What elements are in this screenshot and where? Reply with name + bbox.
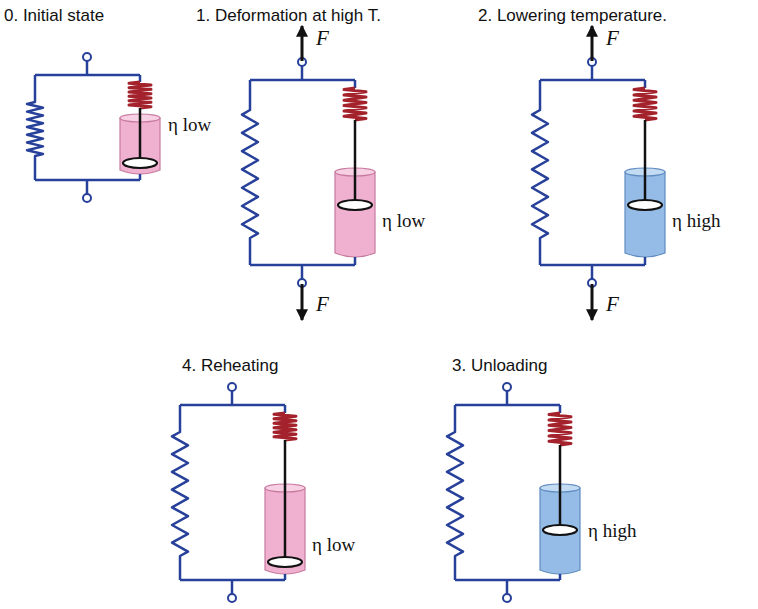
piston-rod bbox=[354, 120, 357, 205]
wire bbox=[532, 80, 548, 265]
wire bbox=[506, 391, 509, 405]
terminal bbox=[228, 383, 236, 391]
spring-coil bbox=[129, 82, 151, 108]
wire bbox=[644, 257, 647, 265]
viscosity-label: η high bbox=[588, 520, 636, 542]
piston-rod bbox=[284, 440, 287, 562]
piston-disk bbox=[268, 557, 302, 567]
viscosity-label: η low bbox=[168, 114, 211, 136]
wire bbox=[354, 257, 357, 265]
viscosity-label: η low bbox=[382, 210, 425, 232]
viscosity-label: η high bbox=[672, 210, 720, 232]
force-arrow bbox=[301, 26, 304, 61]
piston-disk bbox=[628, 200, 662, 210]
piston-rod bbox=[644, 120, 647, 205]
terminal bbox=[228, 594, 236, 602]
wire bbox=[559, 574, 562, 580]
piston-rod bbox=[139, 108, 142, 163]
piston-disk bbox=[123, 158, 157, 168]
step-title: 0. Initial state bbox=[4, 6, 104, 26]
terminal bbox=[83, 53, 91, 61]
wire bbox=[86, 61, 89, 75]
wire bbox=[139, 174, 142, 180]
step-title: 1. Deformation at high T. bbox=[196, 6, 381, 26]
step-title: 2. Lowering temperature. bbox=[478, 6, 667, 26]
wire bbox=[506, 580, 509, 594]
wire bbox=[231, 391, 234, 405]
wire bbox=[180, 579, 285, 582]
wire bbox=[250, 264, 355, 267]
wire bbox=[301, 265, 304, 279]
wire bbox=[591, 265, 594, 279]
spring-coil bbox=[344, 88, 366, 120]
wire bbox=[250, 79, 355, 82]
piston-rod bbox=[559, 445, 562, 530]
force-label: F bbox=[316, 26, 329, 50]
wire bbox=[455, 579, 560, 582]
wire bbox=[540, 264, 645, 267]
wire bbox=[455, 404, 560, 407]
wire bbox=[242, 80, 258, 265]
spring-coil bbox=[549, 413, 571, 445]
terminal bbox=[83, 194, 91, 202]
wire bbox=[540, 79, 645, 82]
wire bbox=[231, 580, 234, 594]
wire bbox=[27, 75, 43, 180]
force-label: F bbox=[606, 292, 619, 316]
force-arrow bbox=[591, 284, 594, 320]
spring-coil bbox=[274, 413, 296, 440]
terminal bbox=[503, 594, 511, 602]
wire bbox=[447, 405, 463, 580]
piston-disk bbox=[543, 525, 577, 535]
piston-disk bbox=[338, 200, 372, 210]
wire bbox=[35, 179, 140, 182]
wire bbox=[35, 74, 140, 77]
step-title: 3. Unloading bbox=[452, 356, 547, 376]
wire bbox=[591, 66, 594, 80]
terminal bbox=[503, 383, 511, 391]
wire bbox=[172, 405, 188, 580]
force-arrow bbox=[591, 26, 594, 61]
spring-coil bbox=[634, 88, 656, 120]
step-title: 4. Reheating bbox=[182, 356, 278, 376]
wire bbox=[284, 574, 287, 580]
wire bbox=[180, 404, 285, 407]
viscosity-label: η low bbox=[312, 534, 355, 556]
force-label: F bbox=[606, 26, 619, 50]
wire bbox=[86, 180, 89, 194]
wire bbox=[301, 66, 304, 80]
force-arrow bbox=[301, 284, 304, 320]
force-label: F bbox=[316, 292, 329, 316]
